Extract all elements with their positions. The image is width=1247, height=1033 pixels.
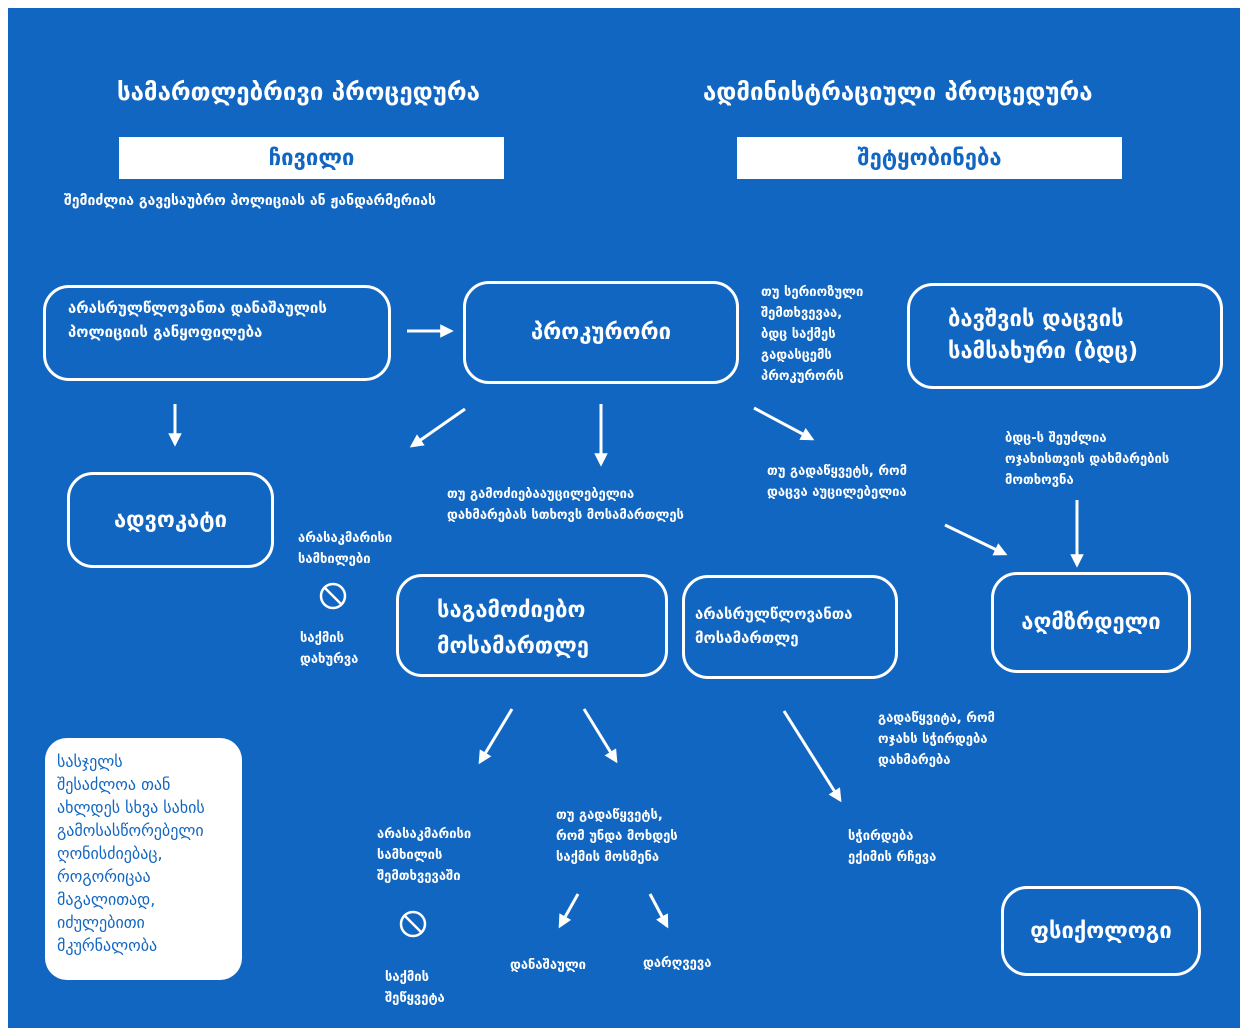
arrow-hearing-to-offense [648,893,669,929]
needs-doctor-text: სჭირდება ექიმის რჩევა [848,829,937,865]
if-protection-text: თუ გადაწყვეტს, რომ დაცვა აუცილებელია [767,464,908,500]
arrow-protection-to-educator [944,523,1008,556]
if-hearing-text: თუ გადაწყვეტს, რომ უნდა მოხდეს საქმის მო… [556,808,678,865]
juvenile-judge-box: არასრულწლოვანთა მოსამართლე [682,575,898,679]
arrow-hearing-to-crime [558,893,580,929]
no-entry-icon [319,582,347,610]
decides-family-help-text: გადაწყვიტა, რომ ოჯახს სჭირდება დახმარება [878,711,995,768]
no-entry-icon [399,910,427,938]
bdc-can-ask-text: ბდც-ს შეუძლია ოჯახისთვის დახმარების მოთხ… [1005,431,1170,488]
side-note-box: სასჯელს შესაძლოა თან ახლდეს სხვა სახის გ… [45,738,242,980]
arrow-judge-to-hearing [582,708,618,764]
crime-text: დანაშაული [510,958,586,973]
complaint-note: შემიძლია გავესაუბრო პოლიციას ან ჟანდარმე… [64,193,436,209]
serious-case-text: თუ სერიოზული შემთხვევაა, ბდც საქმეს გადა… [761,285,864,384]
complaint-box: ჩივილი [119,137,504,179]
legal-procedure-title: სამართლებრივი პროცედურა [117,78,480,106]
case-termination-text: საქმის შეწყვეტა [385,970,445,1006]
arrow-judge-to-insufficient [478,708,514,765]
investigative-judge-box: საგამოძიებო მოსამართლე [396,574,668,677]
psychologist-box: ფსიქოლოგი [1001,886,1201,976]
arrow-prosecutor-to-protection [753,406,815,441]
arrow-prosecutor-to-closure [409,407,466,448]
prosecutor-box: პროკურორი [463,281,739,384]
admin-procedure-title: ადმინისტრაციული პროცედურა [703,78,1093,106]
case-closed-text: საქმის დახურვა [300,631,359,667]
insufficient-evidence-case-text: არასაკმარისი სამხილის შემთხვევაში [377,827,472,884]
lawyer-box: ადვოკატი [67,472,274,568]
notification-box: შეტყობინება [737,137,1122,179]
arrow-judge-to-doctor [782,710,842,803]
child-protection-box: ბავშვის დაცვის სამსახური (ბდც) [907,283,1223,389]
offense-text: დარღვევა [643,956,712,971]
juvenile-police-box: არასრულწლოვანთა დანაშაულის პოლიციის განყ… [43,285,391,381]
educator-box: აღმზრდელი [991,572,1191,673]
if-investigation-text: თუ გამოძიებააუცილებელია დახმარებას სთხოვ… [447,487,684,523]
insufficient-evidence-text: არასაკმარისი სამხილები [298,531,393,567]
